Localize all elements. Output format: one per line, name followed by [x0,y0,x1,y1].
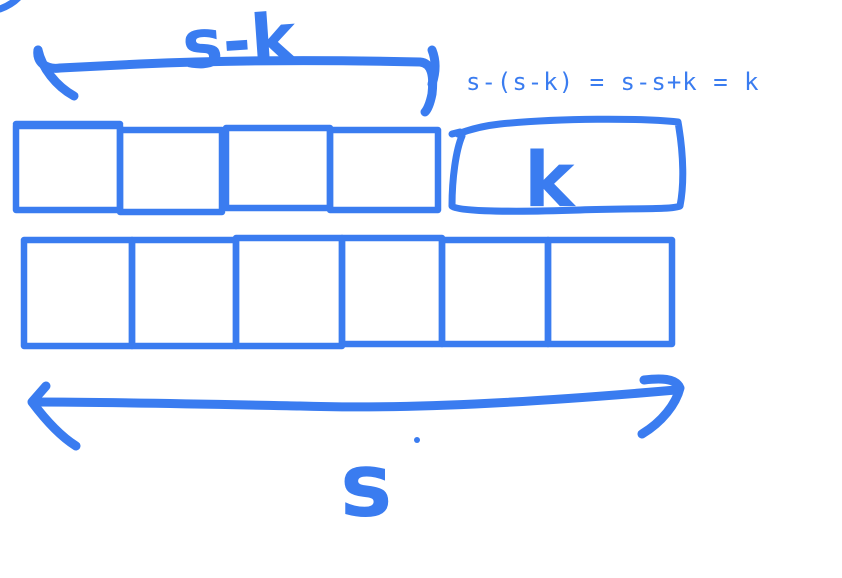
bottom-row-box-5 [438,236,552,348]
top-brace-label: s-k [180,0,301,86]
bottom-row [20,234,676,350]
dot-mark [414,437,420,443]
bottom-row-box-4 [338,234,446,348]
top-brace-right-hook [427,45,440,89]
top-row-box-3 [222,124,334,212]
bottom-row-box-3 [232,234,346,350]
k-box-corner-tick [448,128,464,138]
k-box-outline [448,115,687,215]
corner-stroke [0,0,21,13]
bottom-arrow-left-head [27,381,81,451]
top-row [12,120,442,216]
bottom-arrow-line [29,385,681,412]
top-brace-left-hook [33,45,79,101]
bottom-row-box-2 [128,236,240,350]
k-box-label: k [524,135,576,224]
bottom-row-box-6 [544,236,676,348]
bottom-brace-label: s [340,434,392,537]
top-brace-line [33,45,438,117]
top-row-box-4 [326,126,442,214]
top-row-box-2 [116,126,226,216]
bottom-arrow-right-head [637,374,685,439]
equation-text: s-(s-k) = s-s+k = k [466,68,760,96]
top-row-box-1 [12,122,124,214]
bottom-row-box-1 [20,236,136,350]
